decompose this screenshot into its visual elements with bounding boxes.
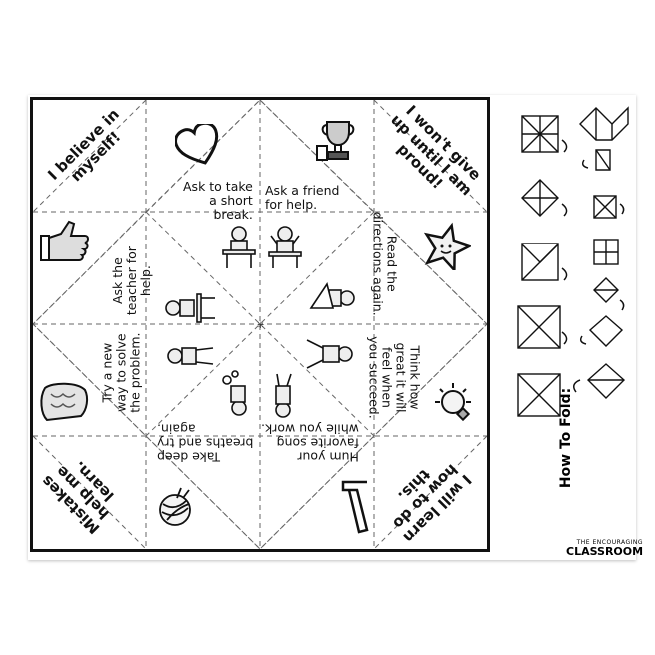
svg-text:✳: ✳ xyxy=(257,321,265,331)
brand-logo: THE ENCOURAGING CLASSROOM xyxy=(566,539,644,558)
kid-at-desk-friend-icon xyxy=(268,226,302,268)
yarn-ball-icon xyxy=(159,487,191,526)
number-seven-icon xyxy=(341,480,369,534)
fold-lines: ✳ xyxy=(33,100,487,549)
kid-with-teacher-icon xyxy=(165,293,215,323)
kid-celebrating-icon xyxy=(306,339,353,369)
star-icon xyxy=(423,222,471,270)
thumbs-up-icon xyxy=(40,220,89,261)
kid-at-desk-break-icon xyxy=(222,226,256,268)
brain-icon xyxy=(40,382,89,422)
heart-icon xyxy=(175,124,219,165)
kid-thinking-icon xyxy=(167,347,214,365)
logo-big-text: CLASSROOM xyxy=(566,545,644,558)
message-success: Think how great it will feel when you su… xyxy=(366,336,423,419)
kid-breathing-icon xyxy=(222,370,247,416)
message-new-way: Try a new way to solve the problem. xyxy=(99,332,142,413)
message-friend: Ask a friend for help. xyxy=(265,183,340,212)
kid-humming-icon xyxy=(275,373,292,418)
message-teacher: Ask the teacher for help. xyxy=(109,246,153,316)
kid-reading-icon xyxy=(309,282,355,309)
message-directions: Read the directions again. xyxy=(370,211,400,316)
logo-small-text: THE ENCOURAGING xyxy=(576,539,644,546)
trophy-icon xyxy=(316,121,355,161)
message-break: Ask to take a short break. xyxy=(183,179,253,222)
fortune-teller-board: ✳ I believe in myself! I won't give up u… xyxy=(30,97,490,552)
fold-instructions-diagram xyxy=(517,106,629,417)
lightbulb-icon xyxy=(435,383,471,422)
message-song: Hum your favorite song while you work. xyxy=(261,421,359,465)
message-breaths: Take deep breaths and try again. xyxy=(157,421,254,465)
